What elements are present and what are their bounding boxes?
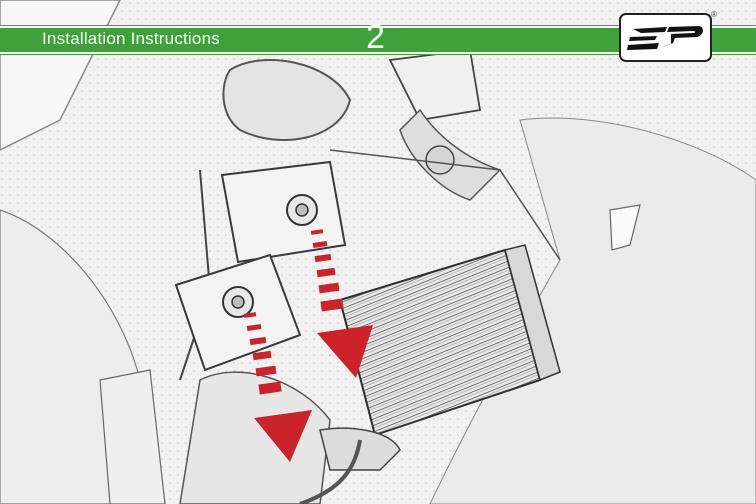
page-title: Installation Instructions — [42, 29, 220, 49]
down-arrow-icon — [244, 312, 312, 462]
down-arrow-icon — [311, 229, 373, 378]
ep-logo-icon — [627, 23, 704, 53]
step-number: 2 — [366, 18, 385, 56]
brand-logo — [619, 13, 712, 62]
registered-mark: ® — [711, 10, 717, 19]
